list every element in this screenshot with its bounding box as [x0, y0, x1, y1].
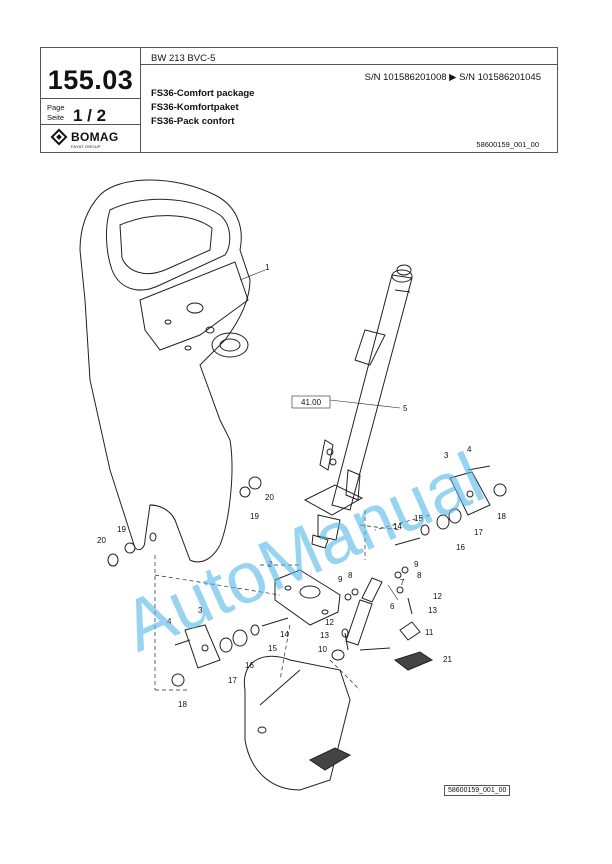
- mounting-plate: [274, 569, 341, 626]
- callout-13: 13: [320, 631, 329, 640]
- header-frame: BW 213 BVC-5 S/N 101586201008 ▶ S/N 1015…: [40, 47, 558, 153]
- callout-2: 2: [268, 560, 273, 569]
- callout-20: 20: [97, 536, 106, 545]
- page-value: 1 / 2: [73, 106, 107, 125]
- callout-13: 13: [428, 606, 437, 615]
- callout-1: 1: [265, 263, 270, 272]
- callout-3: 3: [198, 606, 203, 615]
- armrest-console: [79, 179, 251, 563]
- callout-15: 15: [268, 644, 277, 653]
- model-name: BW 213 BVC-5: [151, 53, 216, 64]
- dashed-leaders: [154, 510, 431, 691]
- callout-21: 21: [443, 655, 452, 664]
- callout-16: 16: [456, 543, 465, 552]
- title-en: FS36-Comfort package: [151, 88, 255, 99]
- bomag-logo: BOMAG FAYAT GROUP: [50, 128, 119, 149]
- callout-6: 6: [390, 602, 395, 611]
- drawing-lines: [79, 179, 507, 791]
- footer-reference: 58600159_001_00: [444, 785, 511, 796]
- brand-name: BOMAG: [71, 130, 119, 144]
- callout-14: 14: [280, 630, 289, 639]
- callout-15: 15: [414, 514, 423, 523]
- callout-11: 11: [425, 628, 434, 637]
- callout-17: 17: [228, 676, 237, 685]
- callout-labels: 1 2 3 3 4 4 5 6 7 8 8 9 9 10 11 12 12 13…: [97, 263, 506, 709]
- page-label-de: Seite: [47, 113, 65, 122]
- serial-range: S/N 101586201008 ▶ S/N 101586201045: [364, 72, 541, 83]
- callout-4: 4: [167, 617, 172, 626]
- callout-14: 14: [393, 522, 402, 531]
- callout-9: 9: [338, 575, 343, 584]
- ref-box: [291, 395, 331, 409]
- ref-box-label: 41.00: [301, 398, 322, 407]
- callout-7: 7: [400, 578, 405, 587]
- callout-18: 18: [497, 512, 506, 521]
- callout-16: 16: [245, 661, 254, 670]
- callout-8: 8: [417, 571, 422, 580]
- page-number: 155.03: [47, 65, 134, 95]
- callout-leaders: [239, 269, 401, 601]
- callout-4: 4: [467, 445, 472, 454]
- title-fr: FS36-Pack confort: [151, 116, 235, 127]
- callout-12: 12: [325, 618, 334, 627]
- brand-sub: FAYAT GROUP: [71, 144, 101, 149]
- callout-3: 3: [444, 451, 449, 460]
- callout-19: 19: [250, 512, 259, 521]
- callout-10: 10: [318, 645, 327, 654]
- callout-18: 18: [178, 700, 187, 709]
- callout-19: 19: [117, 525, 126, 534]
- title-de: FS36-Komfortpaket: [151, 102, 239, 113]
- page-label-en: Page: [47, 103, 65, 112]
- callout-12: 12: [433, 592, 442, 601]
- watermark: AutoManual: [111, 438, 495, 667]
- callout-5: 5: [403, 404, 408, 413]
- callout-20: 20: [265, 493, 274, 502]
- doc-reference: 58600159_001_00: [476, 140, 539, 149]
- callout-17: 17: [474, 528, 483, 537]
- lower-cover: [243, 655, 351, 791]
- callout-8: 8: [348, 571, 353, 580]
- callout-9: 9: [414, 560, 419, 569]
- joystick-column: [331, 274, 413, 511]
